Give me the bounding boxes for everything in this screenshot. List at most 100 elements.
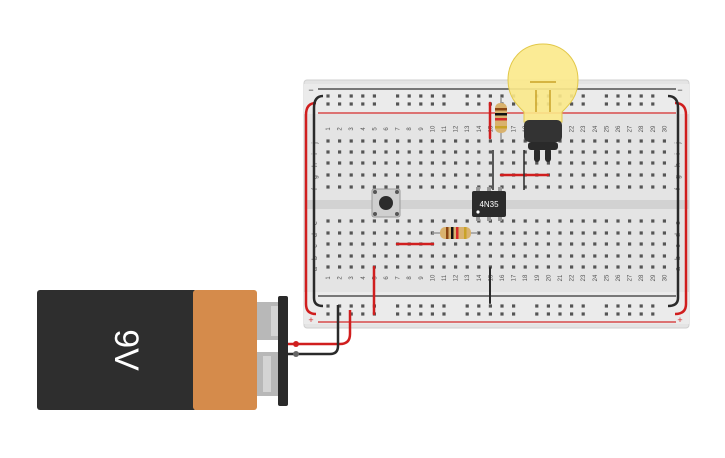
breadboard-hole[interactable] <box>326 312 330 316</box>
breadboard-hole[interactable] <box>442 219 446 223</box>
breadboard-hole[interactable] <box>442 150 446 154</box>
breadboard-hole[interactable] <box>581 102 585 106</box>
breadboard-hole[interactable] <box>628 219 632 223</box>
pushbutton-cap[interactable] <box>379 196 393 210</box>
breadboard-hole[interactable] <box>419 161 423 165</box>
breadboard-hole[interactable] <box>326 150 330 154</box>
breadboard-hole[interactable] <box>442 185 446 189</box>
breadboard-hole[interactable] <box>500 312 504 316</box>
breadboard-hole[interactable] <box>430 265 434 269</box>
breadboard-hole[interactable] <box>593 242 597 246</box>
breadboard-hole[interactable] <box>581 94 585 98</box>
breadboard-hole[interactable] <box>651 254 655 258</box>
breadboard-hole[interactable] <box>628 312 632 316</box>
resistor-input[interactable] <box>432 227 478 239</box>
breadboard-hole[interactable] <box>407 219 411 223</box>
breadboard-hole[interactable] <box>430 150 434 154</box>
breadboard-hole[interactable] <box>361 185 365 189</box>
breadboard-hole[interactable] <box>604 102 608 106</box>
breadboard-hole[interactable] <box>604 94 608 98</box>
breadboard-hole[interactable] <box>396 304 400 308</box>
breadboard-hole[interactable] <box>488 242 492 246</box>
breadboard-hole[interactable] <box>442 161 446 165</box>
breadboard-hole[interactable] <box>639 139 643 143</box>
breadboard-hole[interactable] <box>628 94 632 98</box>
breadboard-hole[interactable] <box>349 265 353 269</box>
breadboard-hole[interactable] <box>326 185 330 189</box>
breadboard-hole[interactable] <box>512 304 516 308</box>
breadboard-hole[interactable] <box>628 139 632 143</box>
breadboard-hole[interactable] <box>407 185 411 189</box>
breadboard-hole[interactable] <box>523 265 527 269</box>
breadboard-hole[interactable] <box>651 242 655 246</box>
breadboard-hole[interactable] <box>593 173 597 177</box>
breadboard-hole[interactable] <box>361 139 365 143</box>
breadboard-hole[interactable] <box>488 94 492 98</box>
breadboard-hole[interactable] <box>430 219 434 223</box>
breadboard-hole[interactable] <box>384 161 388 165</box>
breadboard-hole[interactable] <box>616 231 620 235</box>
breadboard-hole[interactable] <box>419 185 423 189</box>
breadboard-hole[interactable] <box>454 265 458 269</box>
breadboard-hole[interactable] <box>570 254 574 258</box>
breadboard-hole[interactable] <box>349 150 353 154</box>
breadboard-hole[interactable] <box>326 231 330 235</box>
breadboard-hole[interactable] <box>419 219 423 223</box>
breadboard-hole[interactable] <box>338 94 342 98</box>
breadboard-hole[interactable] <box>581 231 585 235</box>
breadboard-hole[interactable] <box>558 150 562 154</box>
breadboard-hole[interactable] <box>326 173 330 177</box>
breadboard-hole[interactable] <box>546 161 550 165</box>
breadboard-hole[interactable] <box>396 139 400 143</box>
breadboard-hole[interactable] <box>372 173 376 177</box>
breadboard-hole[interactable] <box>488 231 492 235</box>
breadboard-hole[interactable] <box>570 219 574 223</box>
breadboard-hole[interactable] <box>558 242 562 246</box>
breadboard-hole[interactable] <box>349 304 353 308</box>
breadboard-hole[interactable] <box>465 94 469 98</box>
breadboard-hole[interactable] <box>570 304 574 308</box>
breadboard-hole[interactable] <box>570 161 574 165</box>
breadboard-hole[interactable] <box>558 231 562 235</box>
breadboard-hole[interactable] <box>349 185 353 189</box>
breadboard-hole[interactable] <box>639 254 643 258</box>
breadboard-hole[interactable] <box>396 231 400 235</box>
breadboard-hole[interactable] <box>477 94 481 98</box>
breadboard-hole[interactable] <box>477 304 481 308</box>
breadboard-hole[interactable] <box>430 161 434 165</box>
breadboard-hole[interactable] <box>581 254 585 258</box>
breadboard-hole[interactable] <box>465 254 469 258</box>
breadboard-hole[interactable] <box>326 265 330 269</box>
optocoupler-4n35[interactable]: 4N35 <box>472 187 506 221</box>
breadboard-hole[interactable] <box>477 139 481 143</box>
breadboard-hole[interactable] <box>477 242 481 246</box>
breadboard-hole[interactable] <box>651 139 655 143</box>
breadboard-hole[interactable] <box>442 102 446 106</box>
breadboard-hole[interactable] <box>454 254 458 258</box>
breadboard-hole[interactable] <box>523 231 527 235</box>
breadboard-hole[interactable] <box>488 161 492 165</box>
breadboard-hole[interactable] <box>361 265 365 269</box>
breadboard-hole[interactable] <box>488 265 492 269</box>
breadboard-hole[interactable] <box>581 265 585 269</box>
breadboard-hole[interactable] <box>593 219 597 223</box>
breadboard-hole[interactable] <box>651 304 655 308</box>
breadboard-hole[interactable] <box>512 139 516 143</box>
battery-9v[interactable]: 9V <box>37 290 288 410</box>
breadboard-hole[interactable] <box>361 173 365 177</box>
breadboard-hole[interactable] <box>430 139 434 143</box>
breadboard-hole[interactable] <box>326 102 330 106</box>
breadboard-hole[interactable] <box>326 161 330 165</box>
breadboard-hole[interactable] <box>604 242 608 246</box>
breadboard-hole[interactable] <box>616 94 620 98</box>
light-bulb[interactable] <box>507 43 579 162</box>
breadboard-hole[interactable] <box>616 219 620 223</box>
breadboard-hole[interactable] <box>338 173 342 177</box>
breadboard-hole[interactable] <box>512 254 516 258</box>
breadboard-hole[interactable] <box>488 150 492 154</box>
breadboard-hole[interactable] <box>384 231 388 235</box>
breadboard-hole[interactable] <box>419 94 423 98</box>
breadboard-hole[interactable] <box>604 185 608 189</box>
breadboard-hole[interactable] <box>477 312 481 316</box>
breadboard-hole[interactable] <box>628 161 632 165</box>
